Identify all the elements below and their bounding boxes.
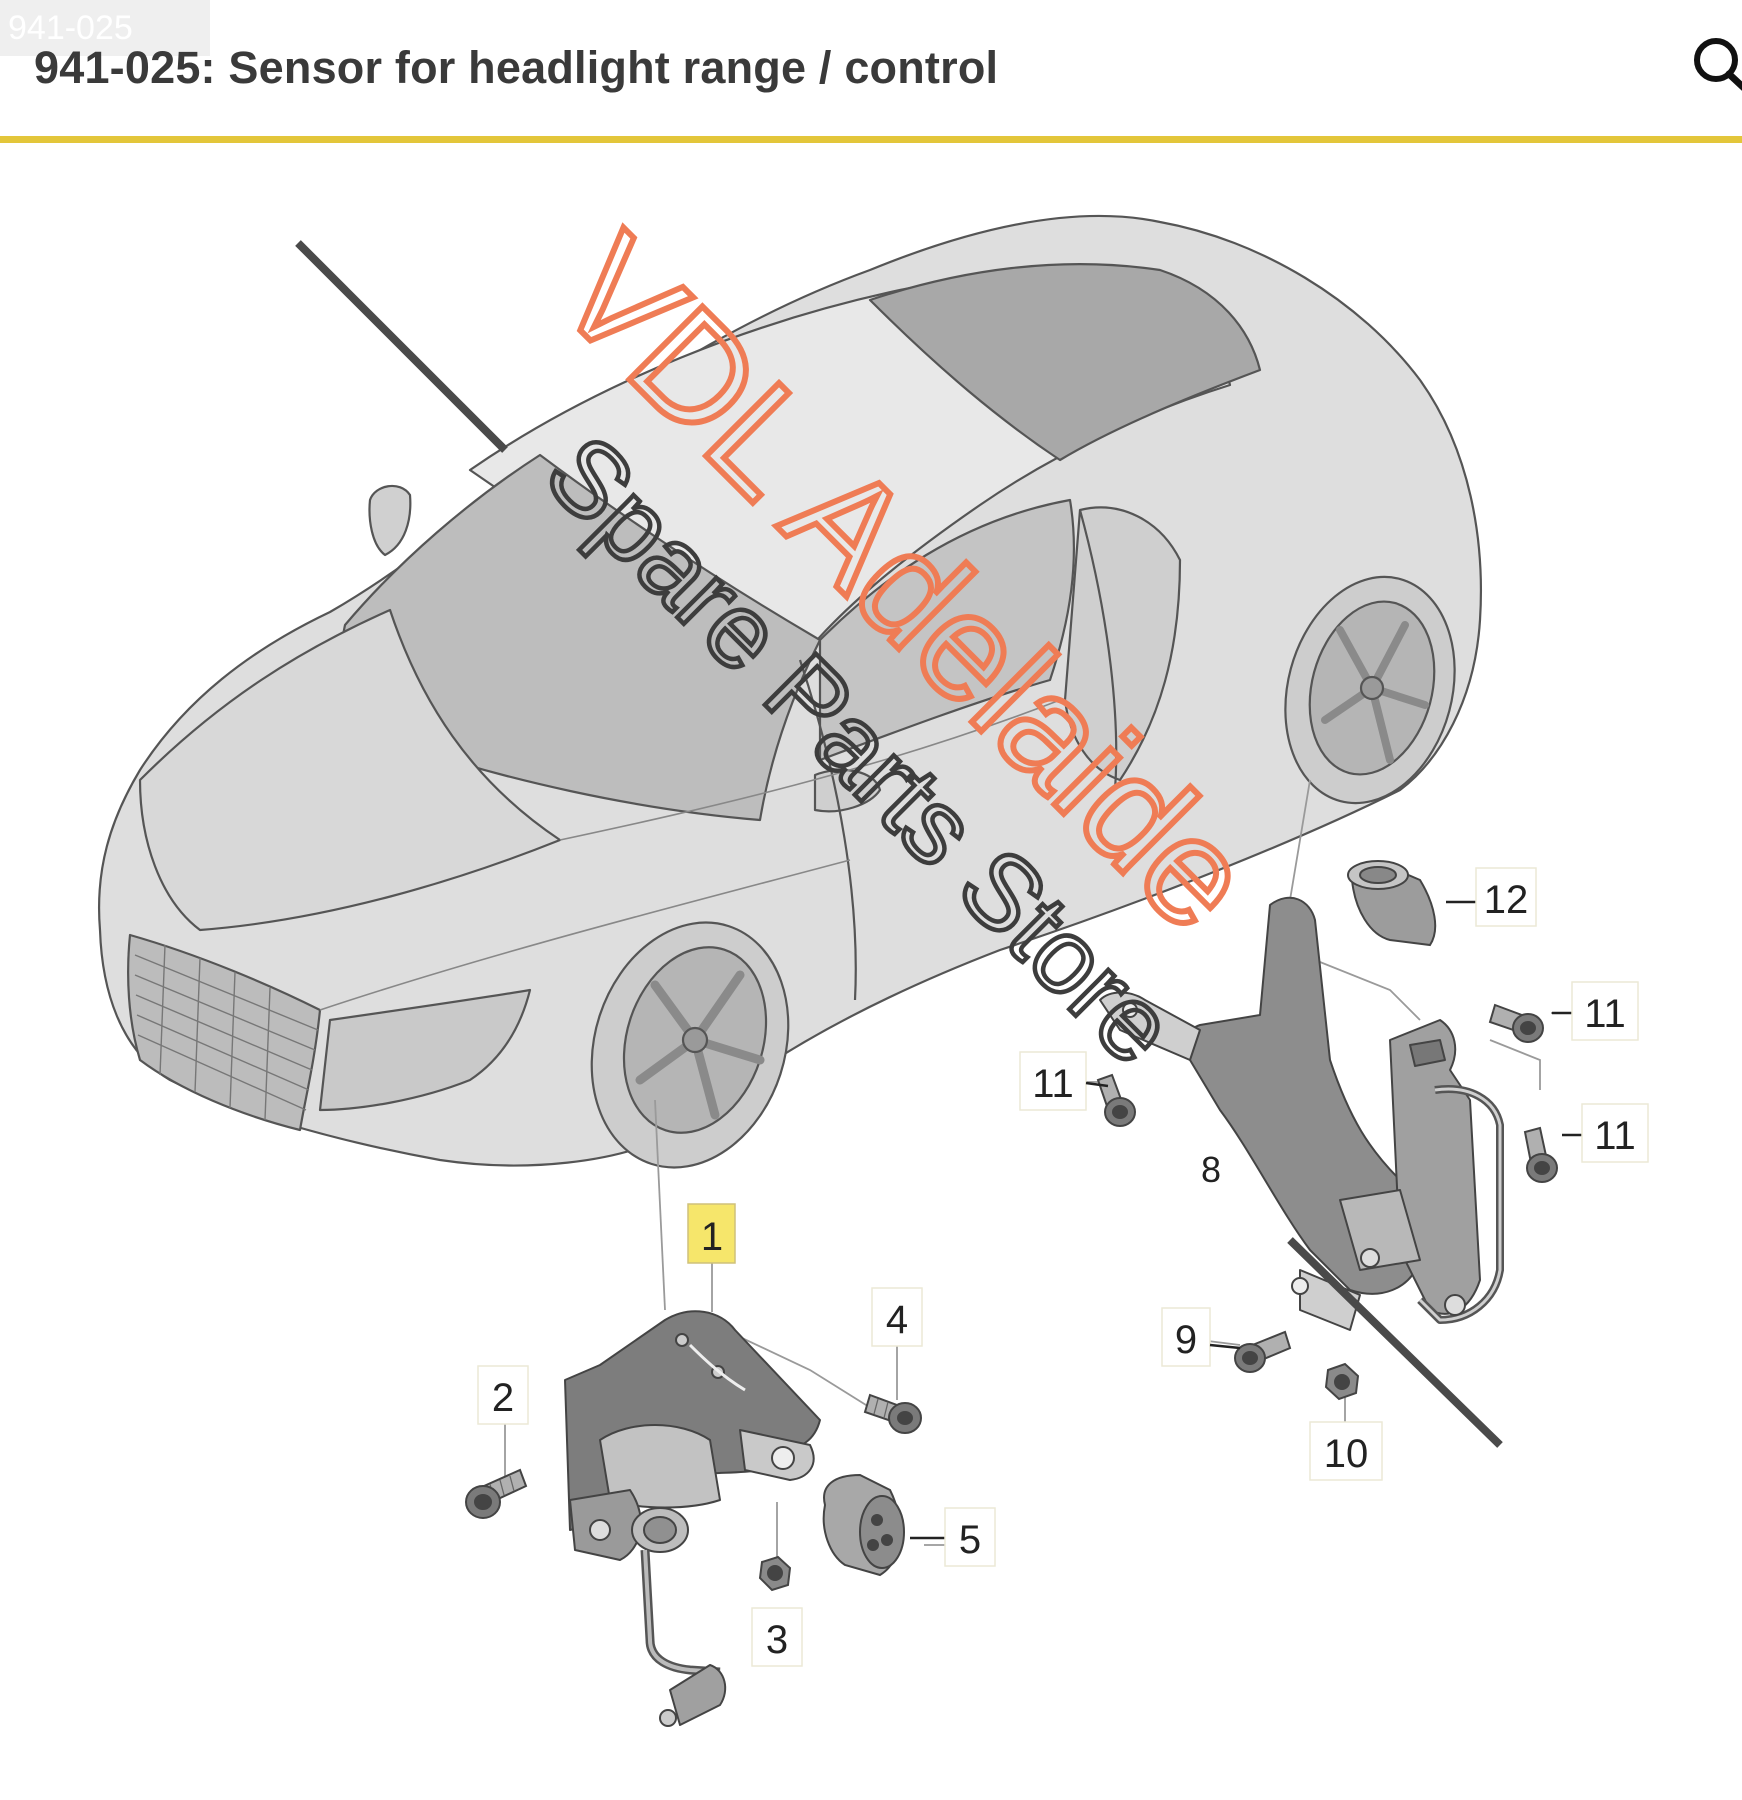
callout-10[interactable]: 10 <box>1309 1421 1383 1481</box>
part-1-sensor-assembly <box>564 1310 821 1727</box>
callout-8-label: 8 <box>1201 1149 1221 1190</box>
callout-11-left-label: 11 <box>1032 1062 1074 1106</box>
callout-11-left[interactable]: 11 <box>1019 1051 1109 1111</box>
callout-4[interactable]: 4 <box>871 1287 923 1347</box>
callout-11-top-label: 11 <box>1584 992 1626 1036</box>
callout-4-label: 4 <box>886 1298 908 1342</box>
callout-5-label: 5 <box>959 1518 981 1562</box>
callout-8[interactable]: 8 <box>1201 1149 1221 1190</box>
car-illustration <box>97 214 1483 1169</box>
callout-11-right[interactable]: 11 <box>1562 1103 1649 1163</box>
callout-11-top[interactable]: 11 <box>1552 981 1639 1041</box>
callout-2[interactable]: 2 <box>477 1365 529 1425</box>
callout-11-right-label: 11 <box>1594 1114 1636 1158</box>
part-4-bolt <box>863 1393 922 1434</box>
part-2-bolt <box>465 1468 528 1519</box>
callout-3[interactable]: 3 <box>751 1607 803 1667</box>
callout-9[interactable]: 9 <box>1161 1307 1241 1367</box>
callout-5[interactable]: 5 <box>910 1507 996 1567</box>
search-icon[interactable] <box>1688 28 1742 98</box>
callout-1[interactable]: 1 <box>687 1203 736 1264</box>
part-12-connector <box>1347 860 1437 947</box>
callout-12[interactable]: 12 <box>1446 867 1537 927</box>
callout-12-label: 12 <box>1484 878 1529 922</box>
parts-diagram: 1 2 3 4 5 8 9 10 <box>97 201 1649 1727</box>
callout-2-label: 2 <box>492 1376 514 1420</box>
part-9-bolt <box>1234 1330 1292 1373</box>
corner-tab: 941-025 <box>0 0 210 56</box>
callout-10-label: 10 <box>1324 1432 1369 1476</box>
part-3-nut <box>758 1555 792 1592</box>
part-8-rear-bracket <box>1099 896 1504 1331</box>
callout-3-label: 3 <box>766 1618 788 1662</box>
part-5-connector <box>822 1473 905 1577</box>
header-bar: 941-025 941-025: Sensor for headlight ra… <box>0 0 1742 143</box>
callout-labels: 1 2 3 4 5 8 9 10 <box>477 867 1649 1667</box>
callout-9-label: 9 <box>1175 1318 1197 1362</box>
part-11-bolts <box>1096 1003 1558 1183</box>
callout-1-label: 1 <box>701 1215 723 1259</box>
part-10-nut <box>1324 1362 1360 1401</box>
page-title: 941-025: Sensor for headlight range / co… <box>34 42 999 93</box>
